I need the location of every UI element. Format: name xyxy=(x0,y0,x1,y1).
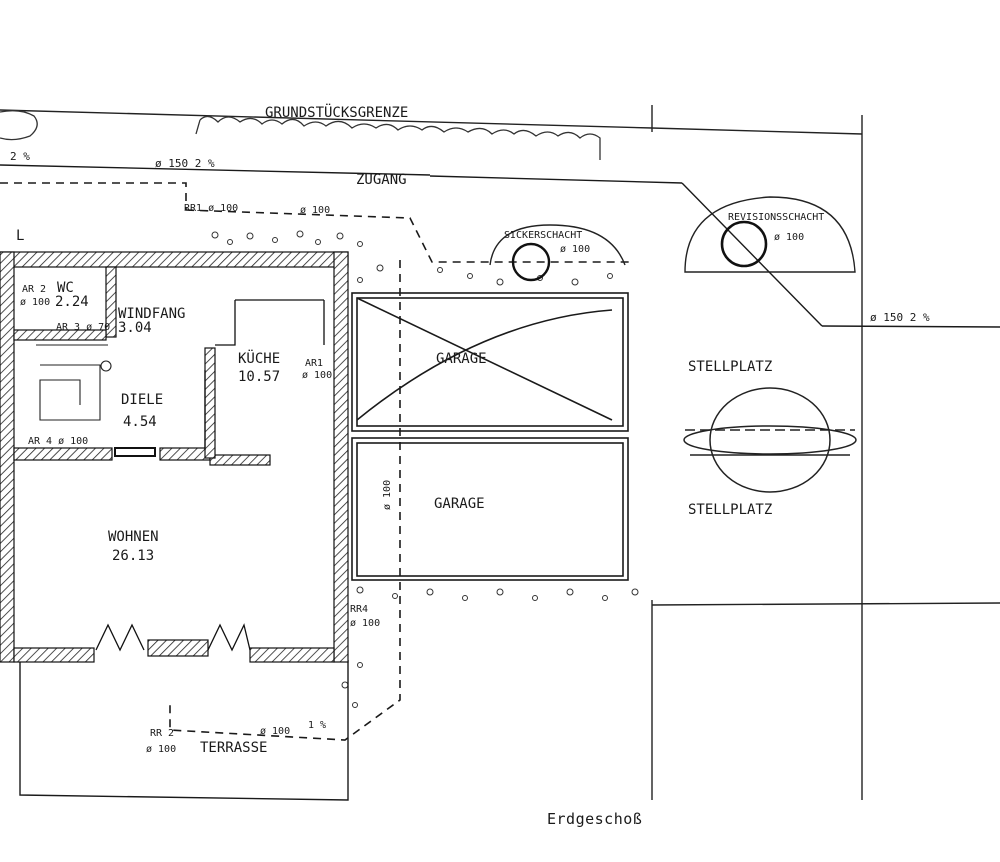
infiltration-shaft-dia: ø 100 xyxy=(560,244,590,255)
drain-pipe-main xyxy=(0,164,1000,328)
pipe-slope-top-left: 2 % xyxy=(10,150,30,163)
room-kueche-area: 10.57 xyxy=(238,369,280,385)
pipe-right-label: ø 150 2 % xyxy=(870,311,930,324)
house-walls xyxy=(0,251,349,663)
pipe-terrace-dia: ø 100 xyxy=(260,726,290,737)
terrace-label: TERRASSE xyxy=(200,740,267,756)
pipe-garage-dia: ø 100 xyxy=(382,480,393,510)
planting-dots xyxy=(211,230,639,708)
parking-tree-symbol xyxy=(683,387,857,493)
pipe-ar4-label: AR 4 ø 100 xyxy=(28,436,88,447)
parking-2-label: STELLPLATZ xyxy=(688,502,772,518)
garage-2-label: GARAGE xyxy=(434,496,485,512)
garage-2-outline xyxy=(351,437,629,581)
room-wohnen-area: 26.13 xyxy=(112,548,154,564)
inspection-shaft xyxy=(684,196,856,273)
property-boundary xyxy=(0,105,1000,800)
room-wc-name: WC xyxy=(57,280,74,296)
hedge-left xyxy=(0,110,38,141)
wall-mark-l: L xyxy=(16,228,24,244)
drawing-caption: Erdgeschoß xyxy=(547,810,643,828)
room-windfang-name: WINDFANG xyxy=(118,306,185,322)
pipe-rr4-label: RR4 xyxy=(350,604,368,615)
pipe-ar2-label: AR 2 xyxy=(22,284,46,295)
access-path xyxy=(0,182,630,741)
kitchen-partition xyxy=(204,299,325,450)
room-kueche-name: KÜCHE xyxy=(238,349,280,367)
access-path-label: ZUGANG xyxy=(356,172,407,188)
pipe-rr2-dia: ø 100 xyxy=(146,744,176,755)
inspection-shaft-label: REVISIONSSCHACHT xyxy=(728,212,824,223)
pipe-ar3-label: AR 3 ø 70 xyxy=(56,322,110,333)
pipe-rr1-dia: ø 100 xyxy=(300,205,330,216)
garage-1-outline xyxy=(351,292,629,432)
pipe-rr4-dia: ø 100 xyxy=(350,618,380,629)
pipe-terrace-slope: 1 % xyxy=(308,720,326,731)
room-diele-area: 4.54 xyxy=(123,414,157,430)
boundary-label: GRUNDSTÜCKSGRENZE xyxy=(265,103,408,121)
stair-lines xyxy=(36,344,112,421)
infiltration-shaft xyxy=(489,224,626,282)
garage-1-label: GARAGE xyxy=(436,351,487,367)
room-wc-area: 2.24 xyxy=(55,294,89,310)
room-windfang-area: 3.04 xyxy=(118,320,152,336)
pipe-ar1-label: AR1 xyxy=(305,358,323,369)
room-diele-name: DIELE xyxy=(121,392,163,408)
inspection-shaft-dia: ø 100 xyxy=(774,232,804,243)
terrace-doors xyxy=(95,623,251,652)
hedge-top xyxy=(195,115,601,160)
pipe-rr1-label: RR1 ø 100 xyxy=(184,203,238,214)
pipe-top-main-label: ø 150 2 % xyxy=(155,157,215,170)
terrace-outline xyxy=(19,660,349,801)
infiltration-shaft-label: SICKERSCHACHT xyxy=(504,230,582,241)
pipe-ar1-dia: ø 100 xyxy=(302,370,332,381)
parking-1-label: STELLPLATZ xyxy=(688,359,772,375)
pipe-ar2-dia: ø 100 xyxy=(20,297,50,308)
pipe-rr2-label: RR 2 xyxy=(150,728,174,739)
room-wohnen-name: WOHNEN xyxy=(108,529,159,545)
